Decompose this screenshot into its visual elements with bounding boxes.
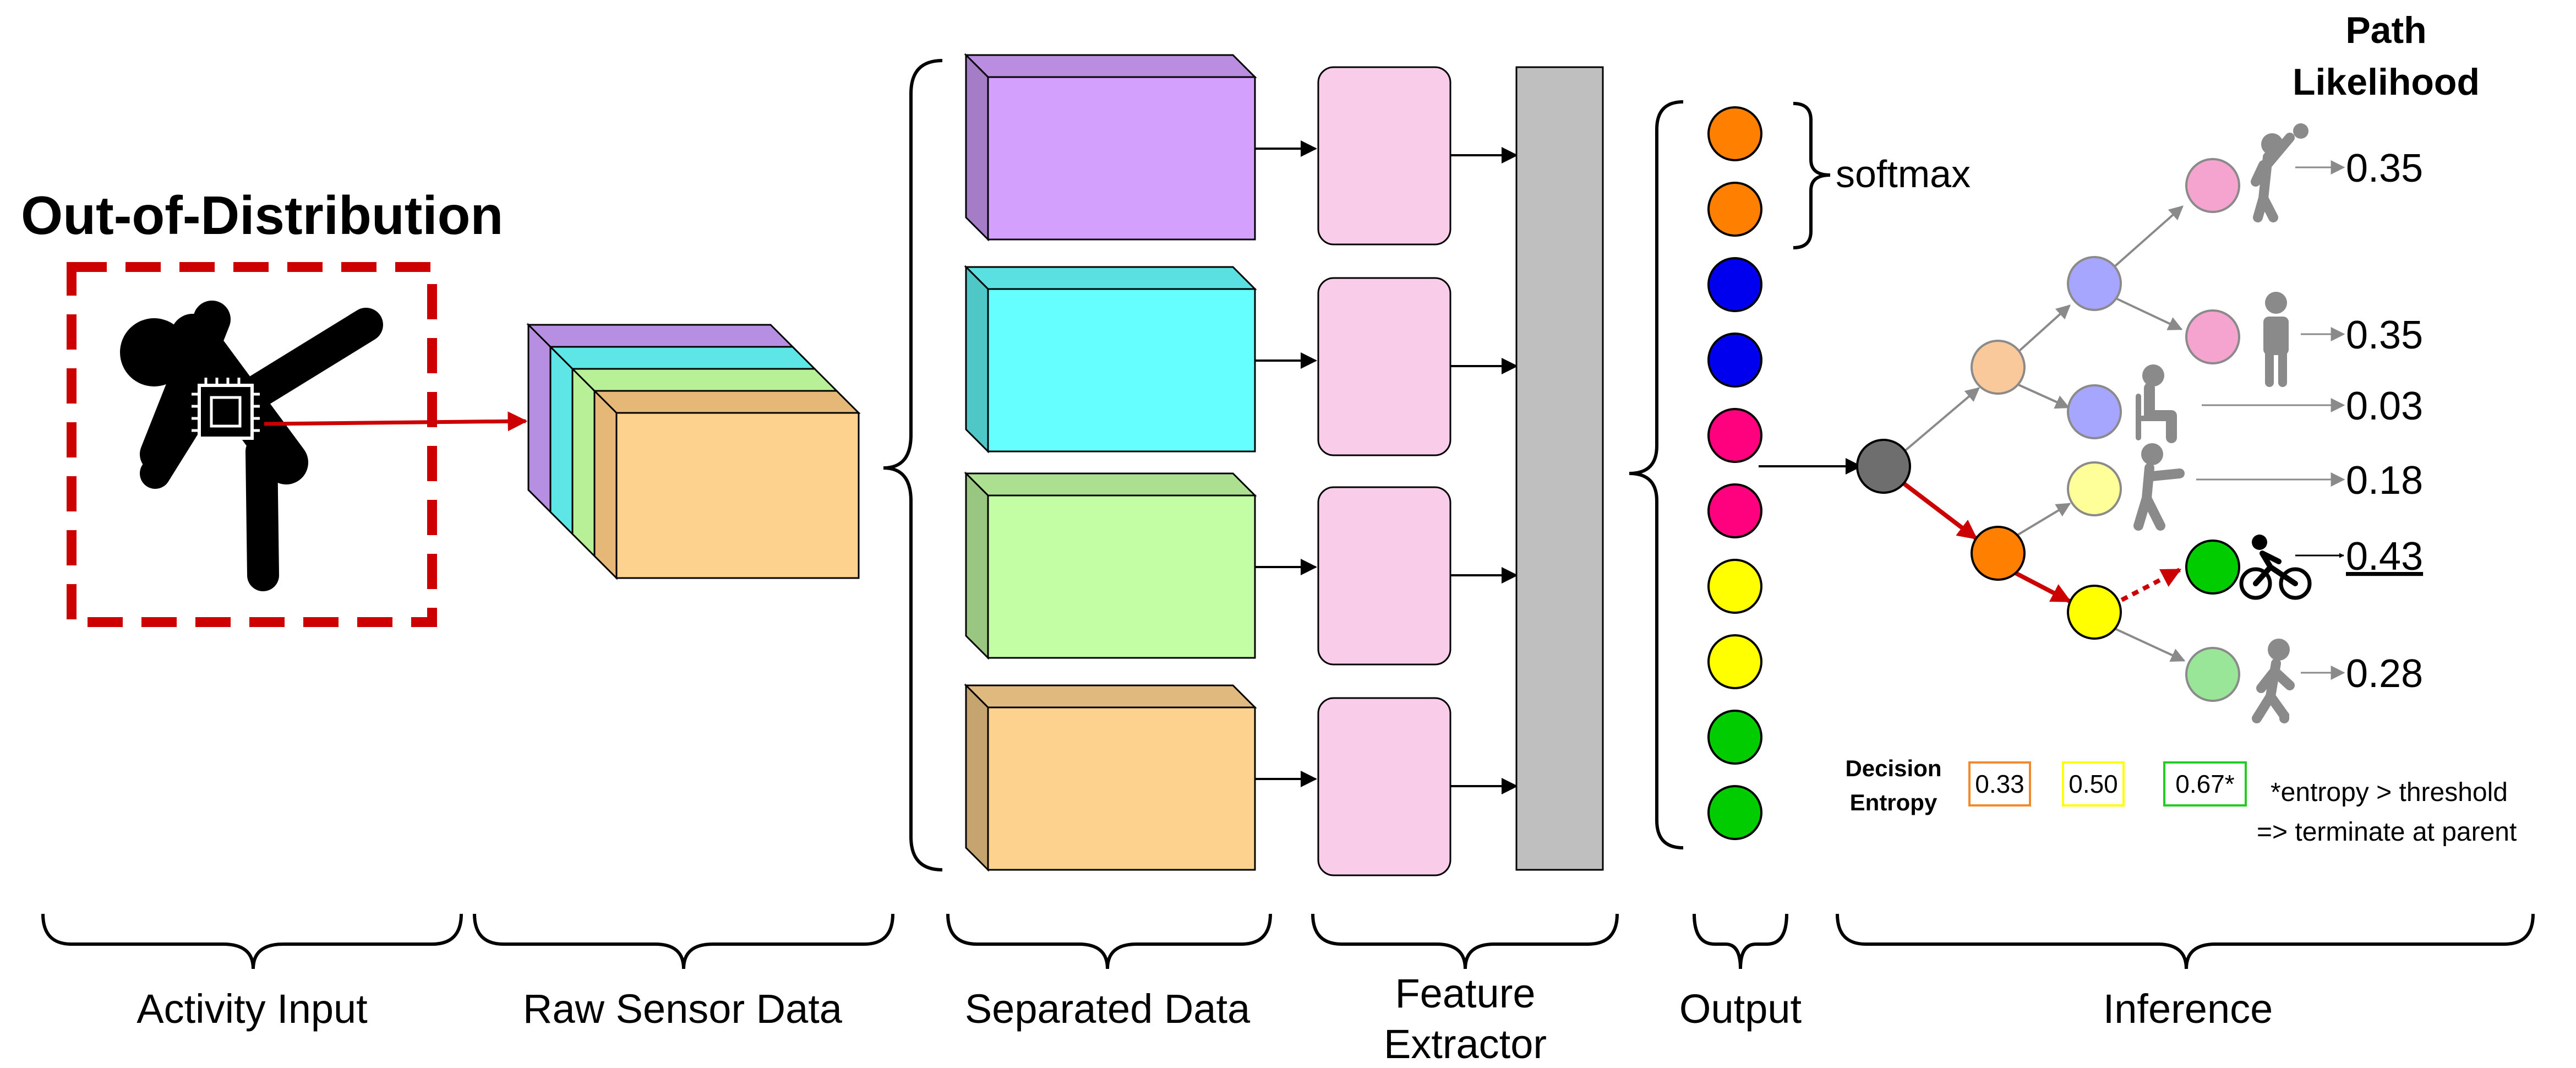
output-node-8 (1707, 634, 1762, 689)
ood-title: Out-of-Distribution (21, 185, 503, 246)
tree-node-lavender-mid (2067, 384, 2122, 439)
brace-inference (1836, 913, 2535, 969)
likelihood-value-2: 0.35 (2346, 313, 2423, 357)
volleyball-person-icon (2251, 123, 2308, 222)
entropy-value-3: 0.67* (2175, 770, 2235, 798)
entropy-value-box-3: 0.67* (2163, 761, 2247, 807)
output-node-7 (1707, 559, 1762, 614)
output-node-4 (1707, 333, 1762, 388)
output-node-10 (1707, 785, 1762, 840)
brace-feature-extractor (1311, 913, 1619, 969)
path-likelihood-title-line1: Path (2345, 9, 2426, 51)
likelihood-arrows (2196, 160, 2345, 680)
feature-extractor-box-3 (1317, 486, 1451, 666)
stage-braces (41, 913, 2535, 969)
feature-extractor-box-4 (1317, 697, 1451, 876)
tree-node-light-yellow (2067, 461, 2122, 516)
tree-node-light-orange (1971, 340, 2026, 395)
decision-entropy-label-line2: Entropy (1850, 789, 1938, 815)
output-node-9 (1707, 710, 1762, 765)
likelihood-value-1: 0.35 (2346, 146, 2423, 190)
raw-layer-cyan (548, 345, 817, 536)
entropy-value-box-2: 0.50 (2062, 761, 2125, 807)
entropy-value-box-1: 0.33 (1968, 761, 2031, 807)
feature-extractor-box-2 (1317, 277, 1451, 456)
tree-leaf-light-green (2185, 647, 2240, 702)
kicking-person-icon (120, 301, 383, 591)
likelihood-value-6: 0.28 (2346, 652, 2423, 696)
stage-label-inference: Inference (2103, 986, 2273, 1032)
feature-to-fusion-arrows (1450, 147, 1518, 794)
feature-extractor-boxes (1317, 66, 1451, 876)
standing-person-icon (2263, 292, 2289, 387)
output-node-1 (1707, 106, 1762, 161)
cycling-person-icon (2239, 535, 2312, 600)
entropy-value-1: 0.33 (1975, 770, 2024, 798)
stage-label-separated-data: Separated Data (965, 986, 1251, 1032)
sensor-to-raw-arrow (264, 411, 528, 432)
tree-edges (1896, 205, 2186, 662)
brace-separated-data (946, 913, 1272, 969)
output-node-2 (1707, 182, 1762, 237)
decision-entropy-label-line1: Decision (1845, 755, 1941, 781)
raw-sensor-data-stack (526, 323, 861, 580)
separated-data-brace (883, 59, 943, 871)
brace-activity-input (41, 913, 463, 969)
raw-layer-purple (526, 323, 795, 514)
stage-label-feature-extractor-line2: Extractor (1384, 1021, 1547, 1067)
tree-node-lavender-top (2067, 256, 2122, 311)
sensor-chip-icon (192, 378, 260, 446)
sitting-person-icon (2136, 364, 2177, 443)
stage-label-output: Output (1679, 986, 1802, 1032)
ood-dashed-frame (67, 262, 437, 627)
fusion-bar (1515, 66, 1604, 871)
stage-label-feature-extractor-line1: Feature (1395, 971, 1535, 1016)
walking-person-icon (2252, 639, 2295, 723)
tree-leaf-pink-bottom (2185, 309, 2240, 364)
raw-layer-green (570, 367, 839, 558)
output-node-6 (1707, 483, 1762, 538)
softmax-brace (1793, 102, 1831, 249)
separated-data-box-1 (964, 53, 1257, 242)
stage-label-activity-input: Activity Input (137, 986, 368, 1032)
output-nodes (1707, 106, 1762, 840)
separated-data-box-4 (964, 683, 1257, 872)
separated-data-box-3 (964, 471, 1257, 660)
entropy-note-line2: => terminate at parent (2257, 818, 2517, 847)
likelihood-values: 0.35 0.35 0.03 0.18 0.43 0.28 (2346, 146, 2423, 696)
decision-entropy-values: 0.33 0.50 0.67* (1968, 761, 2247, 807)
pointing-person-icon (2133, 443, 2185, 531)
likelihood-value-4: 0.18 (2346, 459, 2423, 503)
likelihood-value-5: 0.43 (2346, 535, 2423, 579)
tree-root-node (1856, 439, 1911, 494)
tree-leaf-green (2185, 540, 2240, 595)
likelihood-value-3: 0.03 (2346, 384, 2423, 428)
tree-node-orange (1971, 526, 2026, 581)
tree-leaf-pink-top (2185, 158, 2240, 213)
path-likelihood-title-line2: Likelihood (2293, 61, 2480, 103)
brace-raw-sensor-data (473, 913, 894, 969)
entropy-note-line1: *entropy > threshold (2271, 778, 2508, 807)
entropy-value-2: 0.50 (2069, 770, 2118, 798)
stage-label-raw-sensor-data: Raw Sensor Data (523, 986, 843, 1032)
stage-labels: Activity Input Raw Sensor Data Separated… (137, 971, 2273, 1067)
output-brace (1629, 100, 1684, 849)
raw-layer-orange (592, 389, 861, 580)
brace-output (1693, 913, 1788, 969)
feature-extractor-box-1 (1317, 66, 1451, 246)
tree-node-yellow (2067, 585, 2122, 640)
separated-data-box-2 (964, 265, 1257, 454)
output-node-3 (1707, 257, 1762, 312)
separated-to-feature-arrows (1255, 140, 1317, 787)
output-node-5 (1707, 408, 1762, 463)
softmax-label: softmax (1836, 152, 1971, 195)
tree-nodes (1856, 158, 2240, 702)
separated-data-boxes (964, 53, 1257, 872)
